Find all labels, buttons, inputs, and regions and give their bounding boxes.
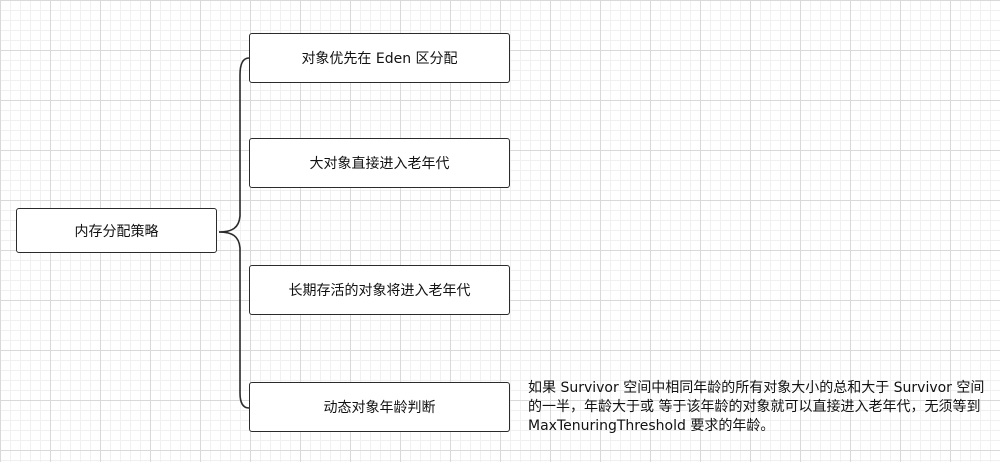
curly-brace-connector [218,57,250,233]
root-topic-node[interactable]: 内存分配策略 [16,208,217,253]
subtopic-node-long-lived-object[interactable]: 长期存活的对象将进入老年代 [249,265,510,315]
subtopic-node-dynamic-age[interactable]: 动态对象年龄判断 [249,382,510,432]
subtopic-label: 大对象直接进入老年代 [309,156,450,172]
root-topic-label: 内存分配策略 [74,223,159,240]
annotation-note: 如果 Survivor 空间中相同年龄的所有对象大小的总和大于 Survivor… [528,380,985,434]
subtopic-label: 对象优先在 Eden 区分配 [301,51,458,67]
subtopic-node-eden-allocation[interactable]: 对象优先在 Eden 区分配 [249,33,510,83]
subtopic-node-large-object[interactable]: 大对象直接进入老年代 [249,138,510,188]
subtopic-label: 动态对象年龄判断 [323,400,436,416]
curly-brace-connector-lower [218,231,250,409]
subtopic-label: 长期存活的对象将进入老年代 [288,283,471,299]
